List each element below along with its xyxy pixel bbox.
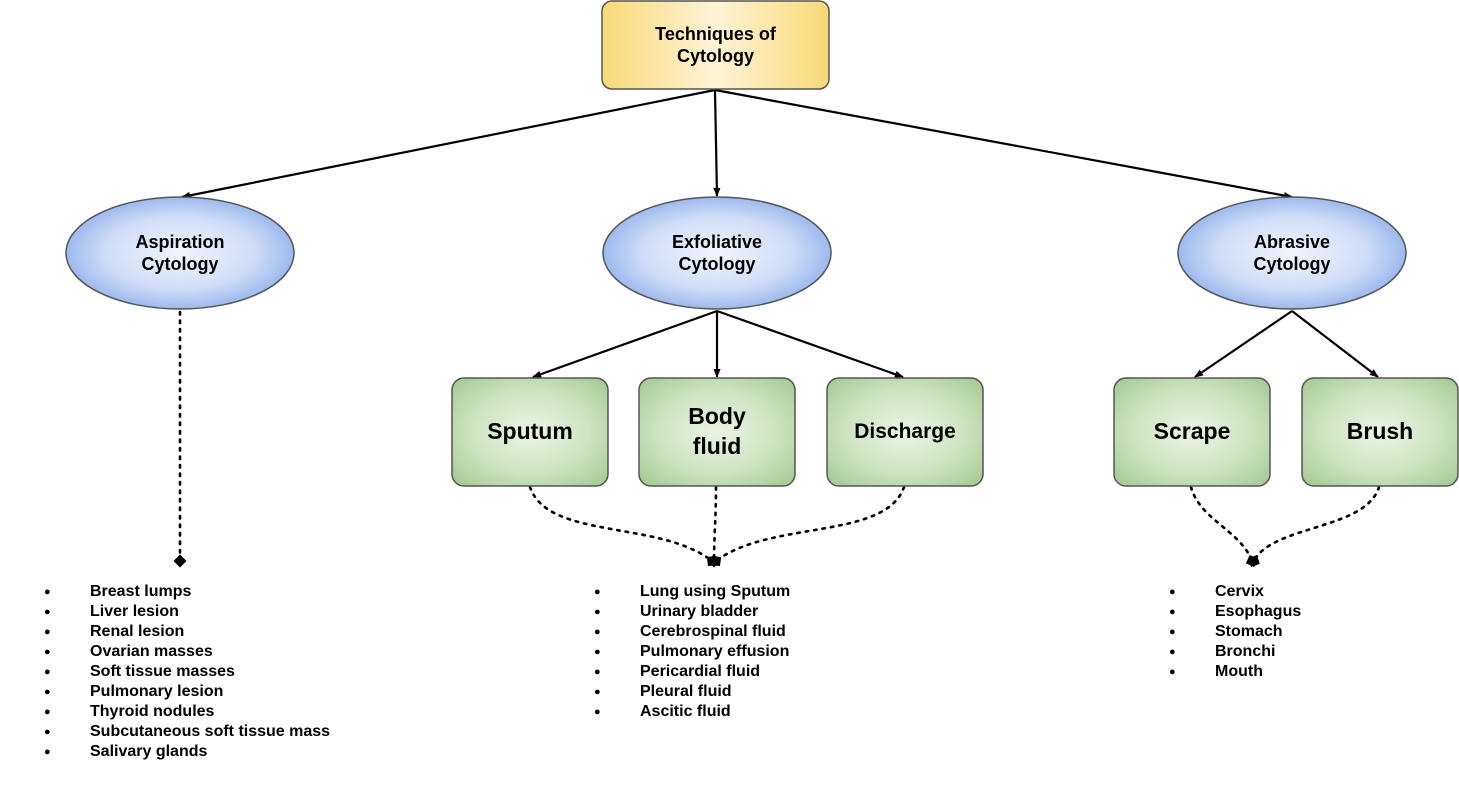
- list-item: Ascitic fluid: [594, 702, 790, 722]
- discharge-label: Discharge: [854, 420, 956, 444]
- list-item: Urinary bladder: [594, 602, 790, 622]
- node-abrasive-cytology: [1177, 196, 1407, 310]
- list-item: Renal lesion: [44, 622, 330, 642]
- list-item: Bronchi: [1169, 642, 1301, 662]
- connector-exfoliative-to-sputum: [532, 309, 718, 379]
- list-item: Pulmonary lesion: [44, 682, 330, 702]
- list-item: Pericardial fluid: [594, 662, 790, 682]
- list-item: Mouth: [1169, 662, 1301, 682]
- list-item: Esophagus: [1169, 602, 1301, 622]
- list-item: Salivary glands: [44, 742, 330, 762]
- list-item: Ovarian masses: [44, 642, 330, 662]
- sputum-label: Sputum: [487, 418, 573, 445]
- exfoliative-sites-list: Lung using Sputum Urinary bladder Cerebr…: [594, 582, 790, 722]
- box-discharge: [826, 377, 984, 487]
- box-scrape: [1113, 377, 1271, 487]
- abrasive-sites-list: Cervix Esophagus Stomach Bronchi Mouth: [1169, 582, 1301, 682]
- aspiration-cytology-label: Aspiration Cytology: [135, 231, 225, 275]
- dotted-sputum-to-sites: [528, 485, 718, 567]
- node-exfoliative-cytology: [602, 196, 832, 310]
- list-item: Breast lumps: [44, 582, 330, 602]
- connector-exfoliative-to-discharge: [716, 309, 904, 379]
- exfoliative-cytology-label: Exfoliative Cytology: [671, 231, 763, 275]
- dotted-scrape-to-sites: [1189, 485, 1259, 568]
- abrasive-cytology-label: Abrasive Cytology: [1253, 231, 1331, 275]
- list-item: Pleural fluid: [594, 682, 790, 702]
- list-item: Subcutaneous soft tissue mass: [44, 722, 330, 742]
- root-node: [601, 0, 830, 90]
- brush-label: Brush: [1346, 418, 1414, 445]
- connectors: [181, 88, 1379, 379]
- box-body-fluid: [638, 377, 796, 487]
- list-item: Thyroid nodules: [44, 702, 330, 722]
- dotted-body-fluid-to-sites: [707, 485, 721, 568]
- connector-abrasive-to-scrape: [1194, 310, 1293, 378]
- root-label: Techniques of Cytology: [655, 23, 776, 67]
- list-item: Stomach: [1169, 622, 1301, 642]
- body-fluid-label: Body fluid: [688, 403, 746, 459]
- aspiration-sites-list: Breast lumps Liver lesion Renal lesion O…: [44, 582, 330, 762]
- list-item: Lung using Sputum: [594, 582, 790, 602]
- list-item: Pulmonary effusion: [594, 642, 790, 662]
- list-item: Soft tissue masses: [44, 662, 330, 682]
- connector-root-to-aspiration: [181, 88, 716, 199]
- box-brush: [1301, 377, 1459, 487]
- connector-root-to-abrasive: [714, 88, 1293, 200]
- box-sputum: [451, 377, 609, 487]
- list-item: Cerebrospinal fluid: [594, 622, 790, 642]
- scrape-label: Scrape: [1153, 418, 1231, 445]
- list-item: Liver lesion: [44, 602, 330, 622]
- connector-abrasive-to-brush: [1291, 310, 1379, 378]
- node-aspiration-cytology: [65, 196, 295, 310]
- dotted-connectors: [173, 310, 1381, 568]
- list-item: Cervix: [1169, 582, 1301, 602]
- connector-root-to-exfoliative: [713, 89, 721, 197]
- dotted-brush-to-sites: [1248, 485, 1381, 567]
- dotted-discharge-to-sites: [710, 485, 906, 567]
